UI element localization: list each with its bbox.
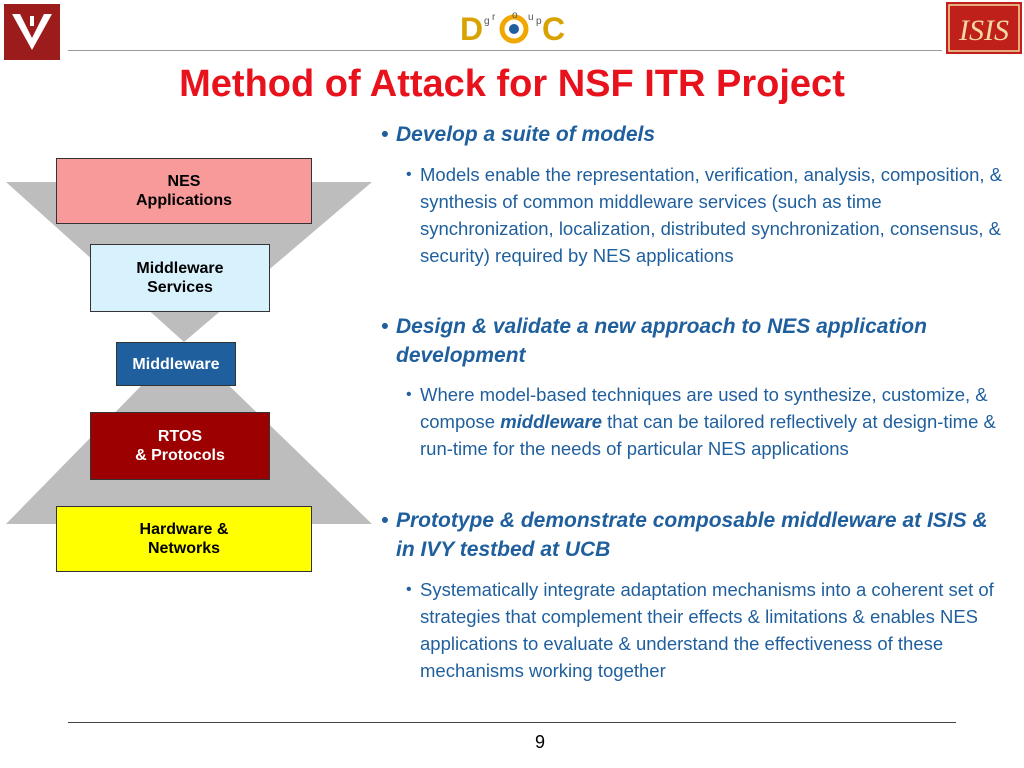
- subbullet-models-detail: • Models enable the representation, veri…: [406, 161, 1006, 269]
- svg-text:r: r: [492, 12, 496, 23]
- emphasis-middleware: middleware: [500, 411, 603, 432]
- svg-text:C: C: [542, 11, 565, 46]
- bullet-dot: •: [406, 166, 412, 183]
- bullet-prototype: • Prototype & demonstrate composable mid…: [381, 506, 1011, 564]
- svg-text:u: u: [528, 12, 534, 23]
- vanderbilt-logo: [4, 4, 60, 60]
- subbullet-text: Models enable the representation, verifi…: [420, 164, 1003, 266]
- bullet-heading: Develop a suite of models: [396, 123, 656, 146]
- bullet-dot: •: [381, 123, 389, 146]
- layer-rtos-protocols: RTOS & Protocols: [90, 412, 270, 480]
- bullet-dot: •: [381, 509, 389, 532]
- doc-group-logo: D C g r o u p: [458, 8, 570, 47]
- svg-text:p: p: [536, 16, 542, 27]
- layer-middleware-services: Middleware Services: [90, 244, 270, 312]
- svg-text:o: o: [512, 10, 518, 21]
- subbullet-adaptation-detail: • Systematically integrate adaptation me…: [406, 576, 1006, 684]
- subbullet-text-before: Where model-based techniques are used to…: [420, 384, 988, 432]
- subbullet-text: Where model-based techniques are used to…: [406, 381, 1006, 462]
- svg-text:D: D: [460, 11, 483, 46]
- footer-divider: [68, 722, 956, 723]
- svg-text:ISIS: ISIS: [958, 14, 1009, 47]
- isis-logo: ISIS: [946, 2, 1022, 54]
- subbullet-text: Systematically integrate adaptation mech…: [420, 579, 994, 681]
- svg-text:g: g: [484, 16, 490, 27]
- header-divider: [68, 50, 942, 51]
- bullet-dot: •: [406, 386, 412, 403]
- subbullet-model-based-detail: • Where model-based techniques are used …: [406, 381, 1006, 462]
- layer-middleware: Middleware: [116, 342, 236, 386]
- bullet-heading: Prototype & demonstrate composable middl…: [396, 509, 988, 561]
- bullet-dot: •: [381, 315, 389, 338]
- bullet-dot: •: [406, 581, 412, 598]
- page-number: 9: [534, 732, 545, 752]
- subbullet-text-after: that can be tailored reflectively at des…: [420, 411, 996, 459]
- bullet-design-validate: • Design & validate a new approach to NE…: [381, 312, 1011, 370]
- bullet-develop-models: • Develop a suite of models: [381, 120, 1011, 149]
- layer-hardware-networks: Hardware & Networks: [56, 506, 312, 572]
- bullet-heading: Design & validate a new approach to NES …: [396, 315, 927, 367]
- layer-nes-applications: NES Applications: [56, 158, 312, 224]
- slide-title: Method of Attack for NSF ITR Project: [179, 63, 845, 105]
